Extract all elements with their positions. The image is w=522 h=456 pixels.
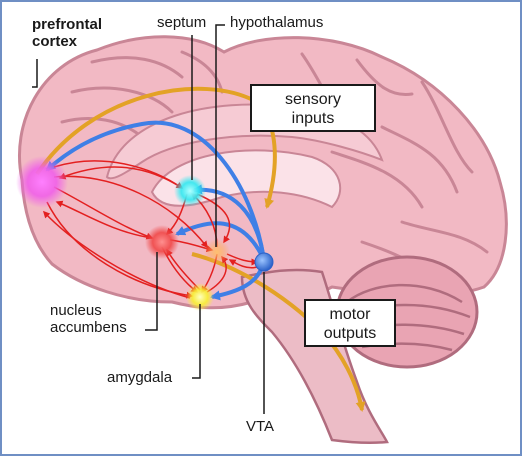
vta-to-prefrontal [45, 120, 266, 261]
sensory-label-line2: inputs [291, 110, 335, 127]
septum-to-hypo [196, 193, 231, 244]
motor-label-line1: motor [329, 306, 371, 323]
amygdala-label: amygdala [107, 369, 173, 386]
brainstem [240, 268, 389, 445]
motor-outputs-box: motor outputs [304, 299, 396, 347]
sensory-pathway [35, 86, 277, 209]
vta-to-septum [192, 184, 266, 261]
leader-nucleus [145, 252, 158, 331]
nucleus-accumbens-glow [145, 225, 179, 259]
septum-glow [174, 175, 206, 207]
sensory-label-line1: sensory [284, 91, 342, 108]
vta-label: VTA [246, 418, 275, 435]
leader-amygdala [192, 304, 201, 379]
prefrontal-label-line1: prefrontal [32, 16, 103, 33]
leader-hypothalamus [215, 24, 225, 247]
nucleus-accumbens-label: nucleus accumbens [50, 302, 127, 336]
septum-label: septum [157, 14, 207, 31]
leader-prefrontal [32, 59, 38, 88]
nucleus-label-line1: nucleus [50, 302, 102, 319]
nucleus-to-pfc [55, 200, 153, 239]
pfc-to-nucleus [53, 186, 154, 240]
septum-to-pfc [58, 166, 183, 189]
prefrontal-cortex-label: prefrontal cortex [32, 16, 102, 50]
amygdala-glow [186, 283, 214, 311]
hypothalamus-label: hypothalamus [230, 14, 324, 31]
pfc-to-hypothalamus [53, 175, 208, 249]
prefrontal-cortex-glow [16, 156, 68, 208]
nucleus-label-line2: accumbens [50, 319, 127, 336]
vta-node [254, 252, 274, 272]
vta-to-nucleus [175, 221, 266, 261]
sensory-inputs-box: sensory inputs [250, 84, 376, 132]
cortex-folds [60, 50, 489, 289]
motor-label-line2: outputs [323, 325, 377, 342]
hypothalamus-glow [204, 239, 230, 265]
prefrontal-label-line2: cortex [32, 33, 78, 50]
vta-to-hypo-red [228, 259, 258, 269]
amygdala-to-pfc [42, 210, 191, 299]
